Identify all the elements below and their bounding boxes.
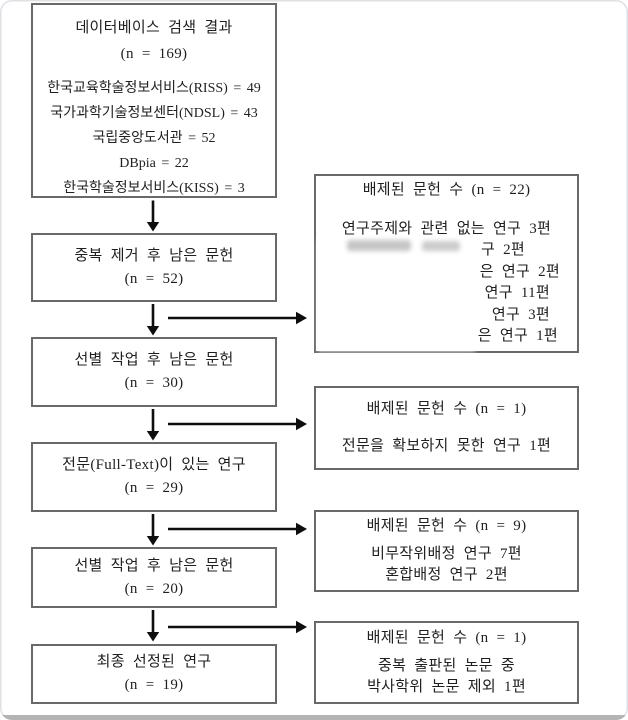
arrow-right-3 bbox=[168, 522, 307, 536]
box-count-line: (n = 20) bbox=[124, 580, 184, 597]
box-database-search-results: 데이터베이스 검색 결과 (n = 169) 한국교육학술정보서비스(RISS)… bbox=[31, 3, 277, 198]
excluded-reason-line: 중복 출판된 논문 중 bbox=[378, 657, 515, 674]
arrow-down-1 bbox=[146, 200, 160, 232]
box-title-line: 선별 작업 후 남은 문헌 bbox=[74, 557, 234, 574]
arrow-right-1 bbox=[168, 311, 307, 325]
redaction-ghost-text bbox=[347, 240, 411, 251]
database-breakdown: 한국교육학술정보서비스(RISS) = 49 국가과학기술정보센터(NDSL) … bbox=[33, 76, 275, 201]
excluded-reason-line: 혼합배정 연구 2편 bbox=[385, 567, 508, 583]
database-line-dbpia: DBpia = 22 bbox=[119, 156, 189, 171]
box-count-line: (n = 30) bbox=[124, 375, 184, 391]
arrow-right-4 bbox=[168, 620, 307, 634]
box-count-line: (n = 29) bbox=[124, 480, 184, 496]
excluded-title: 배제된 문헌 수 (n = 9) bbox=[366, 518, 527, 534]
box-count-line: (n = 169) bbox=[120, 46, 188, 62]
redaction-blur-patch bbox=[318, 240, 475, 351]
arrow-down-2 bbox=[146, 304, 160, 336]
box-title-line: 전문(Full-Text)이 있는 연구 bbox=[62, 457, 246, 473]
box-title-line: 중복 제거 후 남은 문헌 bbox=[74, 247, 234, 264]
redacted-line-fragment: 연구 11편 bbox=[484, 285, 550, 301]
database-line-kiss: 한국학술정보서비스(KISS) = 3 bbox=[63, 181, 245, 196]
box-title-line: 데이터베이스 검색 결과 bbox=[75, 20, 233, 36]
box-excluded-n9: 배제된 문헌 수 (n = 9) 비무작위배정 연구 7편 혼합배정 연구 2편 bbox=[314, 510, 579, 592]
database-line-riss: 한국교육학술정보서비스(RISS) = 49 bbox=[47, 81, 261, 96]
arrow-down-5 bbox=[146, 610, 160, 642]
redaction-ghost-text bbox=[422, 241, 460, 251]
excluded-title: 배제된 문헌 수 (n = 1) bbox=[366, 629, 527, 646]
box-count-line: (n = 19) bbox=[124, 677, 184, 693]
box-excluded-n1-fulltext: 배제된 문헌 수 (n = 1) 전문을 확보하지 못한 연구 1편 bbox=[314, 386, 579, 470]
box-count-line: (n = 52) bbox=[124, 270, 184, 287]
database-line-ndsl: 국가과학기술정보센터(NDSL) = 43 bbox=[50, 106, 258, 121]
bottom-edge-bar bbox=[0, 715, 628, 720]
redacted-line-fragment: 연구 3편 bbox=[491, 306, 550, 323]
redacted-line-fragment: 은 연구 1편 bbox=[477, 328, 558, 344]
box-after-duplicate-removal: 중복 제거 후 남은 문헌 (n = 52) bbox=[31, 233, 277, 302]
box-after-screening-2: 선별 작업 후 남은 문헌 (n = 20) bbox=[31, 547, 277, 608]
database-line-nlk: 국립중앙도서관 = 52 bbox=[92, 131, 216, 146]
arrow-down-3 bbox=[146, 409, 160, 441]
box-full-text-available: 전문(Full-Text)이 있는 연구 (n = 29) bbox=[31, 442, 277, 512]
excluded-reason-line: 박사학위 논문 제외 1편 bbox=[367, 678, 526, 695]
box-after-screening-1: 선별 작업 후 남은 문헌 (n = 30) bbox=[31, 337, 277, 407]
excluded-title: 배제된 문헌 수 (n = 1) bbox=[366, 400, 527, 417]
excluded-reason-line: 연구주제와 관련 없는 연구 3편 bbox=[341, 221, 552, 237]
redacted-line-fragment: 구 2편 bbox=[480, 242, 525, 258]
redacted-line-fragment: 은 연구 2편 bbox=[479, 263, 560, 280]
box-excluded-n1-duplicate: 배제된 문헌 수 (n = 1) 중복 출판된 논문 중 박사학위 논문 제외 … bbox=[314, 621, 579, 704]
box-final-selected: 최종 선정된 연구 (n = 19) bbox=[31, 644, 277, 704]
box-title-line: 선별 작업 후 남은 문헌 bbox=[74, 352, 234, 368]
arrow-right-2 bbox=[168, 417, 307, 431]
arrow-down-4 bbox=[146, 514, 160, 546]
excluded-title: 배제된 문헌 수 (n = 22) bbox=[362, 182, 531, 198]
box-excluded-n22: 배제된 문헌 수 (n = 22) 연구주제와 관련 없는 연구 3편 구 2편… bbox=[314, 174, 579, 353]
box-title-line: 최종 선정된 연구 bbox=[96, 654, 212, 670]
excluded-reason-line: 전문을 확보하지 못한 연구 1편 bbox=[341, 437, 552, 454]
excluded-reason-line: 비무작위배정 연구 7편 bbox=[371, 546, 522, 562]
